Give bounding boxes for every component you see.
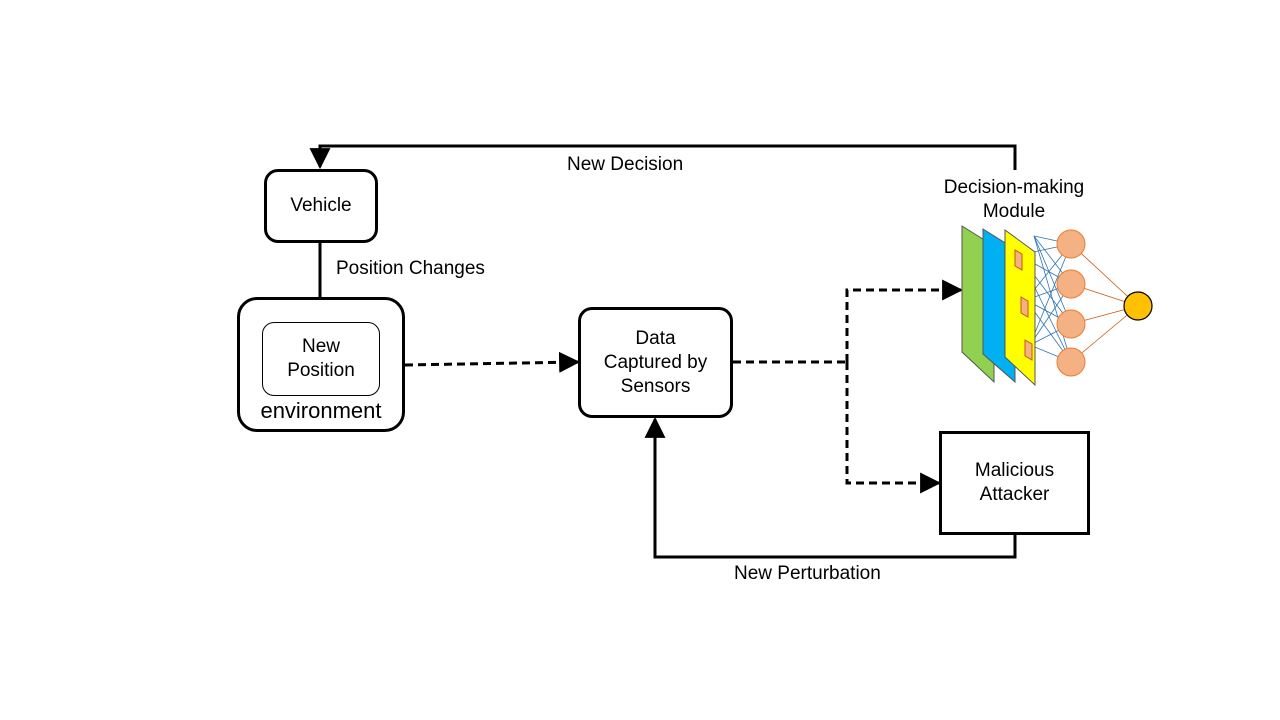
vehicle-node: Vehicle (264, 169, 378, 243)
sensors-to-attacker-arrow (845, 362, 942, 494)
sensors-label-line3: Sensors (620, 375, 691, 397)
new-perturbation-arrow (644, 416, 1017, 559)
attacker-node: Malicious Attacker (939, 431, 1090, 535)
new-position-node: New Position (262, 322, 380, 396)
new-position-label-line2: Position (287, 360, 355, 381)
sensors-label-line1: Data (635, 327, 676, 349)
sensors-node: Data Captured by Sensors (578, 307, 733, 418)
decision-module-label-line1: Decision-making (943, 177, 1085, 198)
new-decision-arrow (309, 144, 1017, 170)
environment-to-sensors-arrow (404, 351, 581, 373)
sensors-to-module-arrow (845, 279, 964, 362)
decision-module-label-line2: Module (982, 201, 1046, 222)
new-perturbation-label: New Perturbation (734, 563, 881, 584)
position-changes-label: Position Changes (336, 258, 485, 279)
nn-output-neuron (1123, 291, 1153, 321)
new-position-label-line1: New (301, 336, 340, 357)
attacker-label-line1: Malicious (974, 460, 1055, 481)
decision-module-label: Decision-making Module (924, 176, 1104, 224)
neural-network-graphic (961, 225, 1153, 387)
new-decision-label: New Decision (567, 154, 684, 175)
nn-feature-patches (1014, 249, 1033, 361)
nn-hidden-neurons (1056, 229, 1086, 377)
attacker-label-line2: Attacker (979, 484, 1050, 505)
vehicle-label: Vehicle (290, 195, 352, 216)
sensors-label-line2: Captured by (603, 351, 708, 373)
environment-label: environment (260, 398, 382, 423)
